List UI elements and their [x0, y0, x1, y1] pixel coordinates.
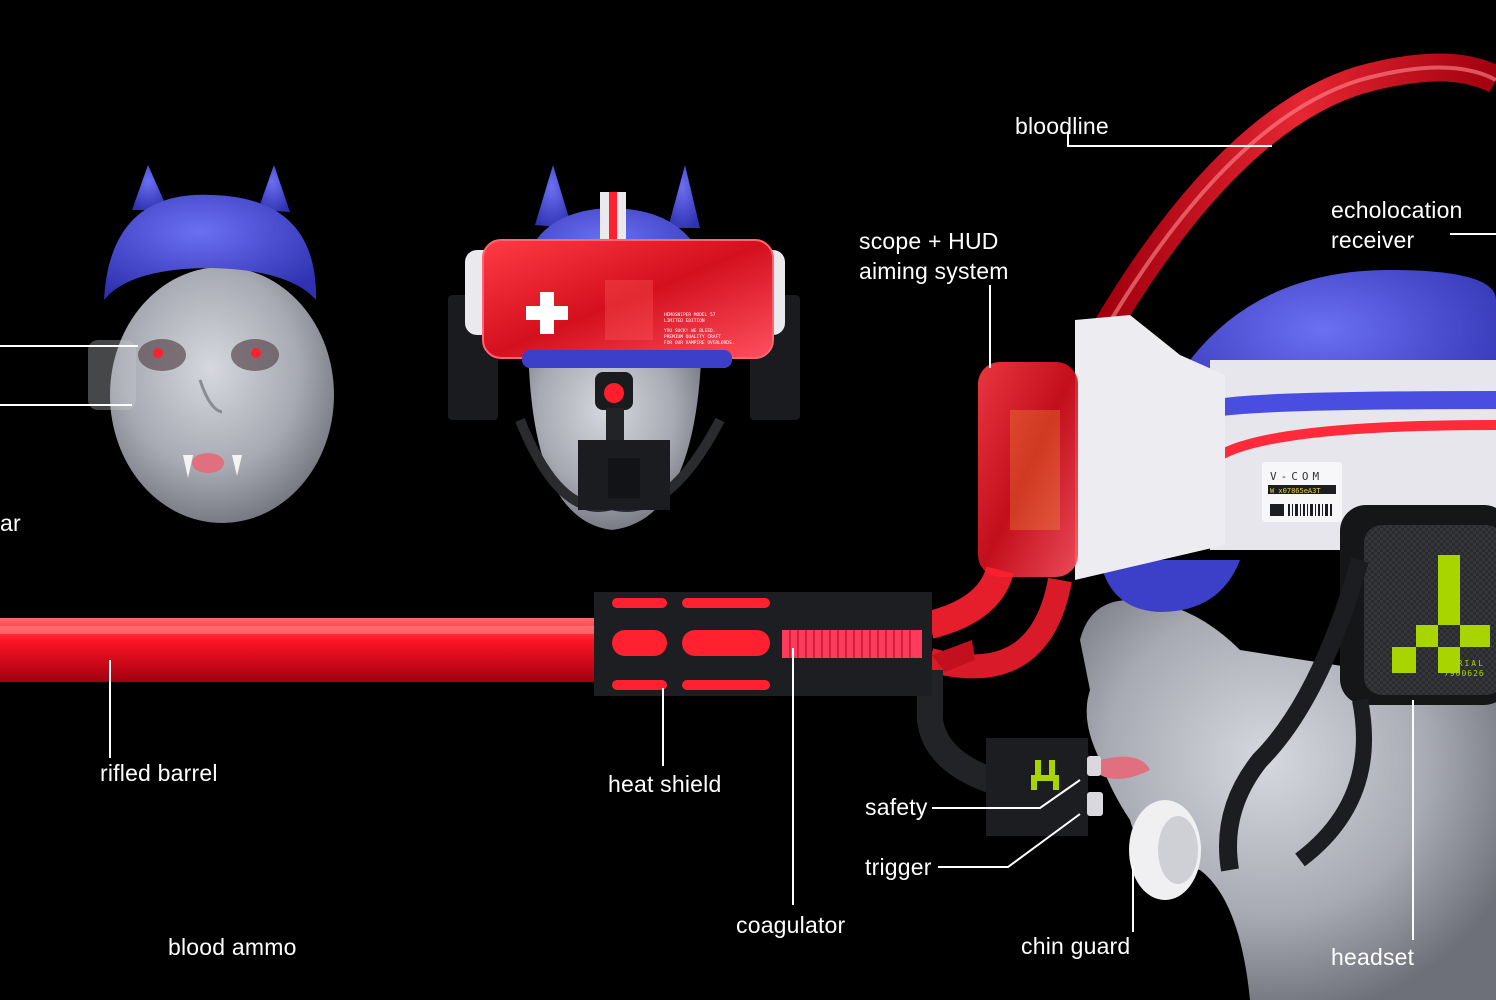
serial-label: SERIAL [1444, 659, 1485, 668]
label-trigger: trigger [865, 854, 932, 880]
label-partial-left: ar [0, 510, 21, 536]
label-headset: headset [1331, 944, 1415, 970]
label-safety: safety [865, 794, 928, 820]
label-coagulator: coagulator [736, 912, 846, 938]
front-view-headset: HEMOSNIPER MODEL 57 LIMITED EDITION YOU … [448, 165, 800, 530]
tongue [192, 453, 224, 473]
front-left-ear-spike [535, 165, 572, 228]
coagulator-grille [782, 630, 922, 658]
bare-head-view [88, 165, 334, 523]
front-right-ear-spike [668, 165, 700, 228]
visor-text-3: YOU SUCK! WE BLEED. [664, 328, 715, 334]
pixel-step-logo-icon [1392, 555, 1490, 673]
label-echolocation-line1: echolocation [1331, 197, 1463, 223]
visor-text-1: HEMOSNIPER MODEL 57 [664, 312, 716, 318]
label-rifled-barrel: rifled barrel [100, 760, 218, 786]
vcom-brand: V-COM [1270, 470, 1323, 483]
label-chin-guard: chin guard [1021, 933, 1131, 959]
label-blood-ammo: blood ammo [168, 934, 297, 960]
grip-arm [917, 670, 995, 793]
label-scope-line1: scope + HUD [859, 228, 999, 254]
trigger-button[interactable] [1087, 792, 1103, 816]
right-eye [251, 348, 261, 358]
scope-hud-lens [978, 362, 1078, 577]
label-scope-line2: aiming system [859, 258, 1009, 284]
vcom-serial-tag: W x07865eA3T [1270, 487, 1321, 495]
side-view-device: V-COM W x07865eA3T [917, 53, 1496, 1000]
visor-text-4: PREMIUM QUALITY CRAFT [664, 334, 721, 340]
visor-text-2: LIMITED EDITION [664, 318, 705, 324]
visor-text-5: FOR OUR VAMPIRE OVERLORDS. [664, 340, 734, 346]
side-visor-shell [1075, 315, 1225, 580]
head-cap [104, 194, 317, 300]
leader-lines [0, 132, 1496, 940]
rifle-barrel-assembly [0, 592, 975, 696]
head-face [110, 267, 334, 523]
right-ear-spike [258, 165, 290, 212]
barcode-icon [1270, 504, 1332, 516]
serial-number: 7900626 [1444, 669, 1485, 678]
plus-icon [526, 292, 568, 334]
left-ear-spike [132, 165, 168, 210]
label-echolocation-line2: receiver [1331, 227, 1415, 253]
label-bloodline: bloodline [1015, 113, 1109, 139]
safety-button[interactable] [1087, 756, 1101, 776]
left-eye [153, 348, 163, 358]
label-heat-shield: heat shield [608, 771, 722, 797]
